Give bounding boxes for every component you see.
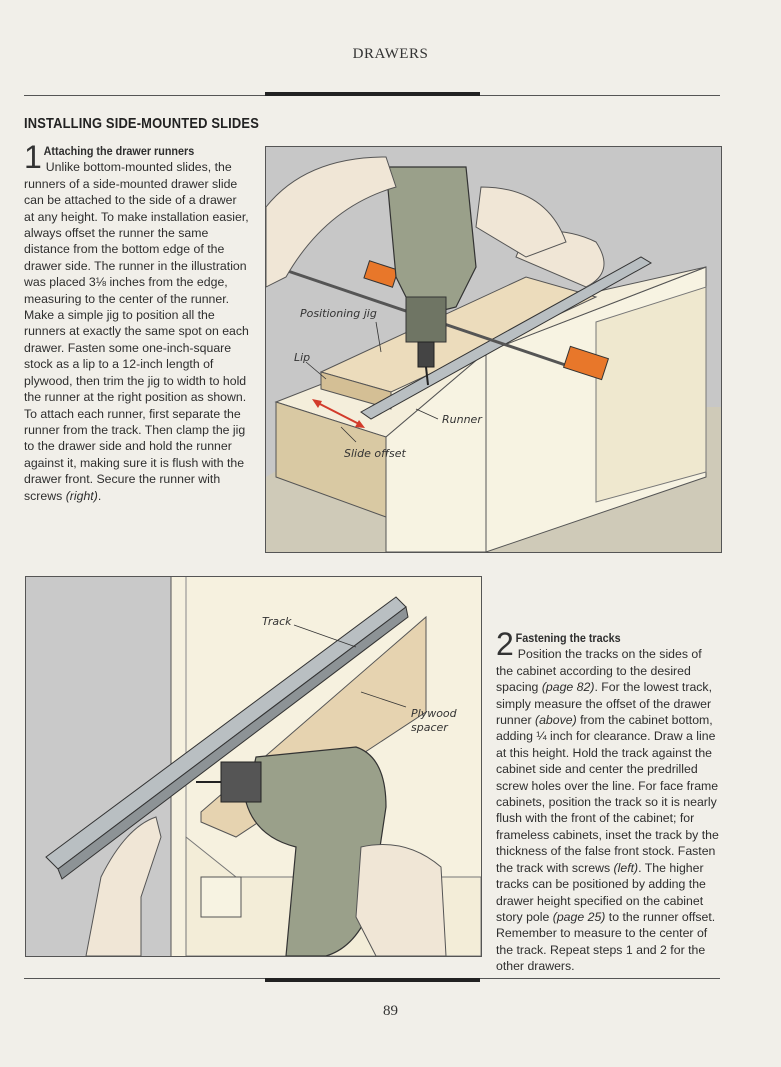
footer-rule-accent [265, 978, 480, 982]
step-2-ref-2: (above) [534, 713, 577, 728]
step-2-ref-3: (left) [613, 860, 639, 875]
label-track: Track [262, 615, 292, 628]
page-number: 89 [383, 1003, 398, 1019]
step-2-body-5: to the runner offset. Remember to measur… [496, 909, 716, 974]
step-1-text: 1 Attaching the drawer runners Unlike bo… [24, 139, 250, 504]
step-2-number: 2 [496, 626, 514, 662]
step-2-body-3: from the cabinet bottom, adding ¼ inch f… [496, 713, 719, 875]
label-plywood: Plywood [411, 707, 458, 720]
step-1-title: Attaching the drawer runners [43, 144, 195, 158]
header-rule-accent [265, 92, 480, 96]
step-2-title: Fastening the tracks [515, 631, 621, 645]
step-2-ref-4: (page 25) [552, 909, 606, 924]
step-1-ref: (right) [65, 488, 98, 503]
step-1-number: 1 [24, 139, 42, 175]
step-1-end: . [97, 488, 102, 503]
step-2-body-1: Position the tracks on the sides of the … [496, 647, 702, 695]
figure-fastening-tracks: Track Plywood spacer [25, 576, 482, 957]
label-positioning-jig: Positioning jig [300, 307, 377, 320]
step-2-ref-1: (page 82) [541, 680, 595, 695]
step-1-body: Unlike bottom-mounted slides, the runner… [24, 160, 249, 503]
section-title: INSTALLING SIDE-MOUNTED SLIDES [24, 115, 259, 132]
label-slide-offset: Slide offset [344, 447, 407, 460]
chapter-header: DRAWERS [352, 46, 429, 62]
label-lip: Lip [294, 351, 310, 364]
step-2-text: 2 Fastening the tracks Position the trac… [496, 626, 722, 975]
label-runner: Runner [442, 413, 483, 426]
step-2-body-2: . For the lowest track, simply measure t… [496, 680, 712, 728]
figure-attaching-runner: Positioning jig Lip Runner Slide offset [265, 146, 722, 553]
step-2-body-4: . The higher tracks can be positioned by… [496, 860, 706, 924]
label-spacer: spacer [411, 721, 449, 734]
